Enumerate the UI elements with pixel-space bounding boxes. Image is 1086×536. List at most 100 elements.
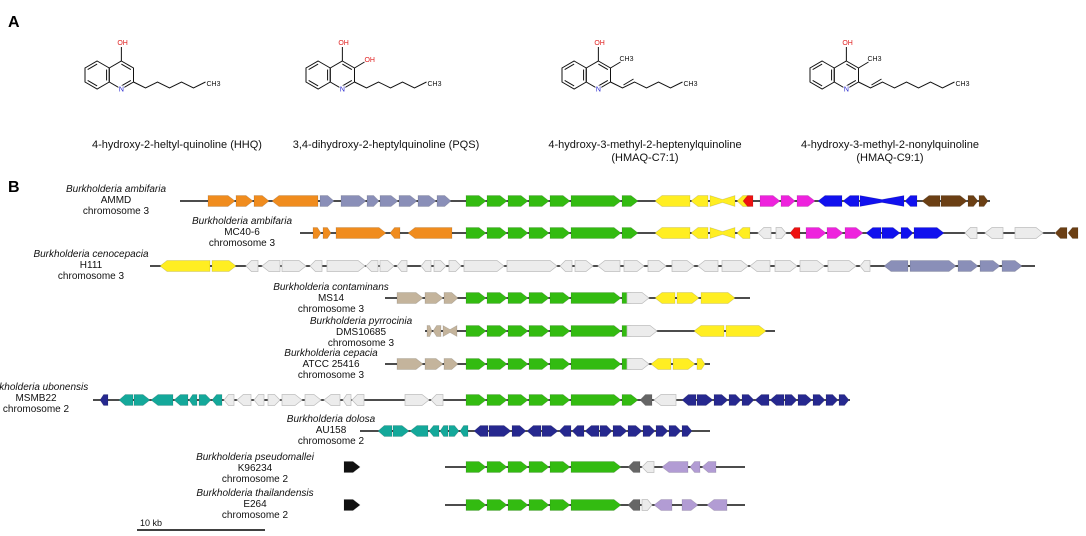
gene-arrow (780, 195, 796, 207)
gene-arrow (319, 195, 335, 207)
gene-arrow (650, 358, 672, 370)
gene-arrow (253, 394, 265, 406)
gene-arrow (797, 394, 813, 406)
benzene-ring (84, 60, 110, 90)
hydroxyl-label: OH (842, 40, 853, 47)
gene-arrow (549, 292, 571, 304)
replicon-name: chromosome 3 (298, 304, 365, 315)
gene-arrow (859, 195, 905, 207)
gene-cluster-track (360, 425, 710, 437)
gene-arrow (627, 461, 641, 473)
gene-arrow (473, 425, 489, 437)
nitrogen-label: N (119, 87, 124, 94)
hydroxyl-label: OH (338, 40, 349, 47)
gene-arrow (507, 461, 529, 473)
replicon-name: chromosome 3 (83, 206, 150, 217)
compound-abbreviation: (HMAQ-C7:1) (611, 152, 678, 164)
scale-bar: 10 kb (137, 518, 265, 531)
gene-arrow (964, 227, 978, 239)
gene-arrow (570, 358, 622, 370)
gene-arrow (641, 461, 655, 473)
gene-arrow (459, 425, 469, 437)
species-name: Burkholderia ubonensis (0, 382, 88, 393)
gene-arrow (826, 227, 844, 239)
double-bond (87, 63, 98, 70)
gene-arrow (1067, 227, 1079, 239)
gene-arrow (913, 227, 945, 239)
gene-arrow (377, 425, 393, 437)
gene-arrow (281, 394, 303, 406)
gene-arrow (654, 227, 691, 239)
species-name: Burkholderia contaminans (273, 282, 389, 293)
gene-arrow (597, 260, 621, 272)
strain-name: AMMD (101, 195, 132, 206)
gene-arrow (690, 227, 709, 239)
gene-arrow (713, 394, 729, 406)
gene-arrow (323, 394, 341, 406)
gene-arrow (343, 461, 361, 473)
panel-a-letter: A (8, 14, 20, 31)
replicon-name: chromosome 3 (328, 338, 395, 349)
gene-arrow (978, 195, 989, 207)
gene-arrow (528, 394, 550, 406)
gene-arrow (342, 394, 352, 406)
methyl-label: CH3 (619, 56, 633, 63)
gene-arrow (326, 260, 366, 272)
hydroxyl-label: OH (594, 40, 605, 47)
strain-name: AU158 (316, 425, 347, 436)
gene-arrow (486, 227, 508, 239)
gene-arrow (570, 325, 622, 337)
gene-arrow (528, 325, 550, 337)
gene-arrow (396, 292, 424, 304)
double-bond (623, 78, 634, 86)
strain-name: MC40-6 (224, 227, 260, 238)
gene-arrow (754, 394, 770, 406)
gene-arrow (207, 195, 236, 207)
double-bond (308, 63, 319, 70)
gene-arrow (365, 260, 379, 272)
gene-arrow (812, 394, 826, 406)
gene-arrow (549, 499, 571, 511)
double-bond (598, 63, 609, 70)
gene-arrow (984, 227, 1004, 239)
gene-arrow (967, 195, 979, 207)
species-name: Burkholderia thailandensis (196, 488, 313, 499)
gene-arrow (486, 358, 508, 370)
gene-arrow (641, 499, 653, 511)
gene-arrow (681, 394, 697, 406)
gene-arrow (696, 394, 714, 406)
gene-arrow (749, 260, 771, 272)
gene-arrow (599, 425, 613, 437)
strain-name: MSMB22 (15, 393, 57, 404)
gene-arrow (507, 499, 529, 511)
gene-arrow (784, 394, 798, 406)
gene-arrow (528, 292, 550, 304)
gene-arrow (549, 195, 571, 207)
gene-arrow (570, 461, 622, 473)
gene-arrow (351, 394, 365, 406)
gene-arrow (621, 195, 639, 207)
gene-arrow (623, 260, 645, 272)
gene-cluster-track (385, 292, 750, 304)
gene-arrow (979, 260, 1001, 272)
bond (610, 61, 621, 69)
gene-arrow (653, 394, 677, 406)
gene-arrow (465, 292, 487, 304)
gene-arrow (322, 227, 332, 239)
terminal-methyl-label: CH3 (683, 81, 697, 88)
gene-cluster-track (150, 260, 1035, 272)
gene-arrow (825, 394, 839, 406)
gene-arrow (940, 195, 968, 207)
gene-arrow (706, 499, 728, 511)
gene-arrow (672, 358, 696, 370)
gene-arrow (528, 499, 550, 511)
gene-arrow (558, 425, 572, 437)
gene-arrow (118, 394, 134, 406)
gene-arrow (654, 195, 691, 207)
